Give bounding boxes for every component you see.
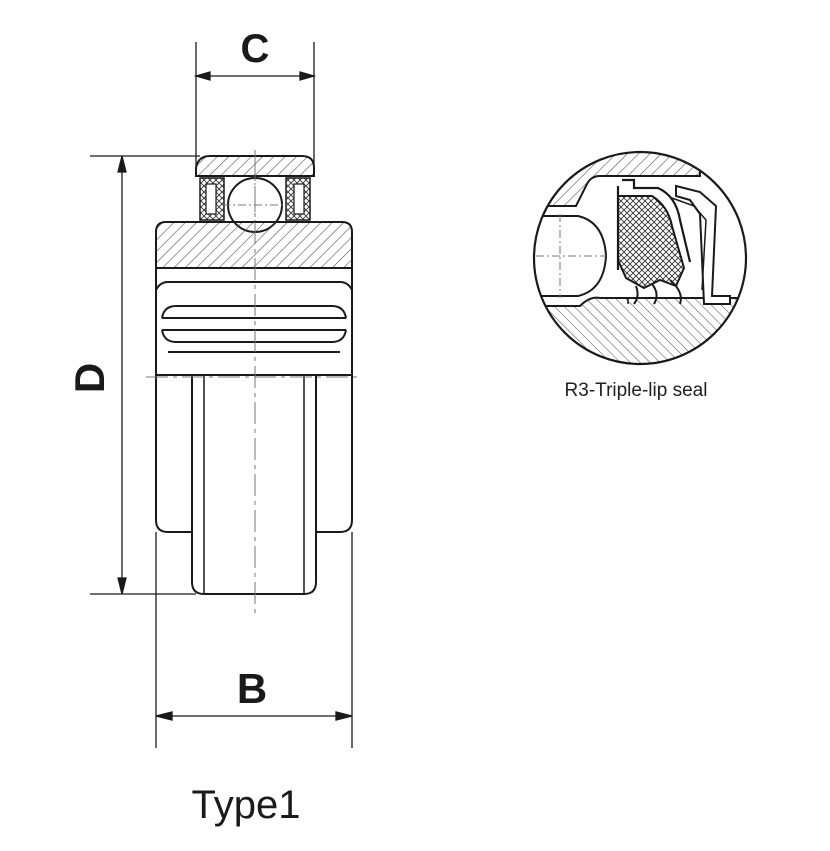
dimension-b-label: B (237, 665, 267, 712)
detail-seal-insert (622, 178, 692, 263)
detail-inner-ring (534, 296, 746, 364)
type-label: Type1 (192, 783, 301, 827)
dimension-c-label: C (241, 27, 270, 71)
seal-caption: R3-Triple-lip seal (565, 380, 708, 401)
dimension-b (155, 532, 353, 748)
seal-detail-view (532, 150, 748, 366)
inner-ring-body (155, 268, 353, 595)
detail-flinger (675, 184, 731, 305)
bearing-main-view (146, 150, 362, 615)
dimension-d-label: D (66, 363, 113, 393)
dimension-c (193, 42, 317, 168)
detail-lip-1 (633, 285, 639, 305)
seal-right (285, 177, 311, 221)
detail-seal-rubber (617, 195, 686, 290)
detail-outer-ring (534, 152, 701, 207)
dimension-d (90, 155, 200, 595)
detail-lip-2 (651, 283, 658, 305)
detail-circle-outline (532, 150, 748, 366)
inner-ring-section (155, 221, 353, 269)
seal-left (199, 177, 225, 221)
detail-lip-3 (669, 279, 682, 305)
